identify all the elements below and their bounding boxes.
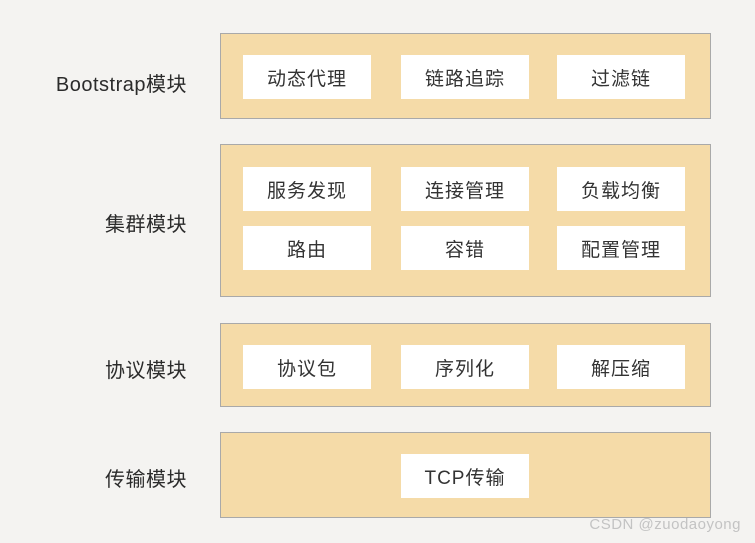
band-protocol-module: 协议包 序列化 解压缩 [220, 323, 711, 407]
band-cluster-module: 服务发现 连接管理 负载均衡 路由 容错 配置管理 [220, 144, 711, 297]
cell-protocol-packet: 协议包 [243, 345, 371, 389]
cell-tcp-transport: TCP传输 [401, 454, 529, 498]
row-label-cluster-module: 集群模块 [105, 214, 187, 236]
cell-connection-management: 连接管理 [401, 167, 529, 211]
cell-config-management: 配置管理 [557, 226, 685, 270]
cell-decompression: 解压缩 [557, 345, 685, 389]
cell-link-tracing: 链路追踪 [401, 55, 529, 99]
row-label-bootstrap-module: Bootstrap模块 [55, 74, 187, 96]
cell-serialization: 序列化 [401, 345, 529, 389]
cell-routing: 路由 [243, 226, 371, 270]
cell-service-discovery: 服务发现 [243, 167, 371, 211]
cell-fault-tolerance: 容错 [401, 226, 529, 270]
band-bootstrap-module: 动态代理 链路追踪 过滤链 [220, 33, 711, 119]
band-transport-module: TCP传输 [220, 432, 711, 518]
cell-dynamic-proxy: 动态代理 [243, 55, 371, 99]
row-label-transport-module: 传输模块 [105, 469, 187, 491]
row-label-protocol-module: 协议模块 [105, 360, 187, 382]
csdn-watermark: CSDN @zuodaoyong [589, 516, 741, 533]
cell-filter-chain: 过滤链 [557, 55, 685, 99]
cell-load-balancing: 负载均衡 [557, 167, 685, 211]
